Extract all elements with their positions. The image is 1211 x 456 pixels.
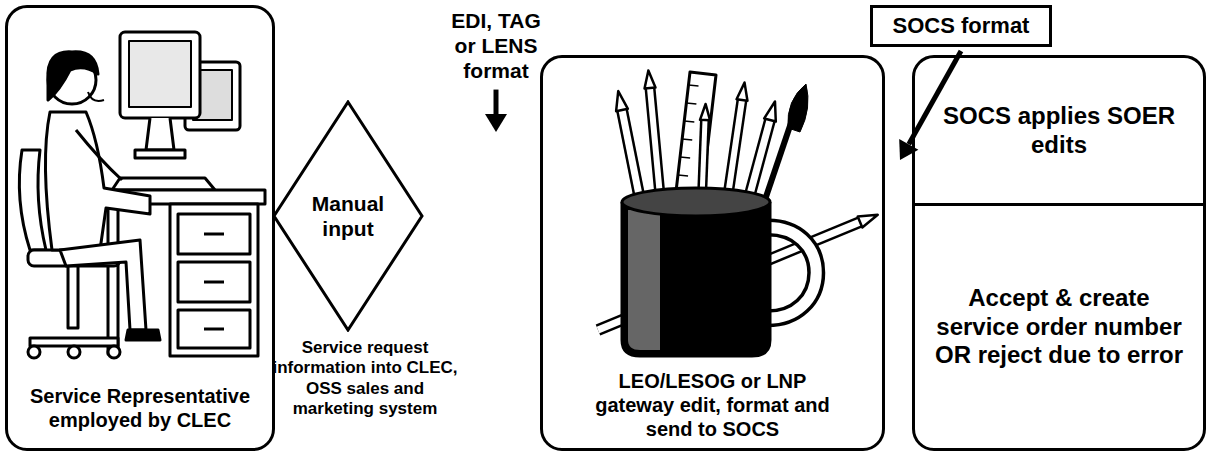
node-title: LEO/LESOG or LNP gateway edit, format an… [588, 369, 838, 441]
text-region: SOCS format [873, 8, 1049, 44]
node-title: SOCS applies SOER edits [924, 102, 1194, 160]
ruler-tick [682, 139, 692, 140]
drawing-part [60, 240, 146, 330]
mug-rim [622, 188, 770, 216]
mug-body [622, 202, 770, 356]
text-region: LEO/LESOG or LNP gateway edit, format an… [543, 360, 882, 450]
drawing-part [108, 204, 118, 354]
node-title: SOCS format [893, 13, 1030, 39]
drawing-part [204, 233, 224, 236]
ruler-tick [684, 121, 694, 122]
process-box: SOCS applies SOER editsAccept & create s… [912, 55, 1206, 451]
pencil-tip [616, 91, 628, 111]
drawing-part [45, 112, 150, 250]
section-divider [915, 203, 1203, 206]
note-label: Service request information into CLEC, O… [272, 338, 458, 420]
format-label: EDI, TAG or LENS format [440, 8, 552, 84]
ruler-tick [686, 103, 696, 104]
drawing-part [88, 92, 104, 101]
drawing-part [50, 56, 96, 74]
drawing-part [108, 346, 120, 358]
drawing-part [135, 150, 185, 158]
text-region: Service Representative employed by CLEC [8, 368, 272, 448]
drawing-part [68, 346, 80, 358]
text-region: Accept & create service order number OR … [915, 206, 1203, 448]
decision-diamond: Manual input [272, 100, 424, 332]
drawing-part [28, 346, 40, 358]
drawing-part [19, 150, 46, 250]
drawing-part [178, 214, 250, 254]
brush-head [788, 84, 808, 132]
format-arrow-shaft [494, 90, 499, 114]
node-body: Accept & create service order number OR … [924, 284, 1194, 370]
drawing-part [68, 266, 78, 328]
drawing-part [170, 204, 258, 356]
drawing-part [76, 130, 122, 180]
format-arrows [485, 51, 961, 160]
drawing-part [178, 262, 250, 302]
drawing-part [204, 328, 224, 331]
drawing-part [48, 52, 98, 100]
service-rep-figure [19, 32, 265, 358]
drawing-part [120, 32, 200, 118]
drawing-part [112, 178, 215, 190]
node-title: Manual input [300, 191, 396, 241]
diamond-outline [272, 100, 424, 332]
socs-format-arrow-head [899, 139, 918, 160]
ruler-tick [678, 175, 688, 176]
ruler-tick [688, 85, 698, 86]
diamond-shape [274, 102, 422, 330]
drawing-part [126, 330, 160, 340]
pencil-tip [764, 101, 776, 121]
ruler-tick [680, 157, 690, 158]
process-box: LEO/LESOG or LNP gateway edit, format an… [540, 55, 885, 451]
pencil-tip [645, 70, 656, 88]
pencil-tip [737, 83, 748, 101]
pencil-tip [700, 104, 710, 120]
text-region: Manual input [272, 100, 424, 332]
text-region: SOCS applies SOER edits [915, 58, 1203, 203]
pencil-tip [858, 215, 878, 228]
format-arrow-head [485, 114, 507, 132]
socs-format-arrow-shaft [909, 51, 961, 144]
drawing-part [146, 118, 174, 150]
drawing-part [129, 41, 191, 107]
pencil-mug [598, 70, 878, 356]
drawing-part [204, 281, 224, 284]
mug-shine [628, 210, 660, 350]
node-title: Service Representative employed by CLEC [14, 384, 266, 432]
process-box: SOCS format [870, 5, 1052, 47]
drawing-part [178, 310, 250, 348]
process-box: Service Representative employed by CLEC [5, 5, 275, 451]
